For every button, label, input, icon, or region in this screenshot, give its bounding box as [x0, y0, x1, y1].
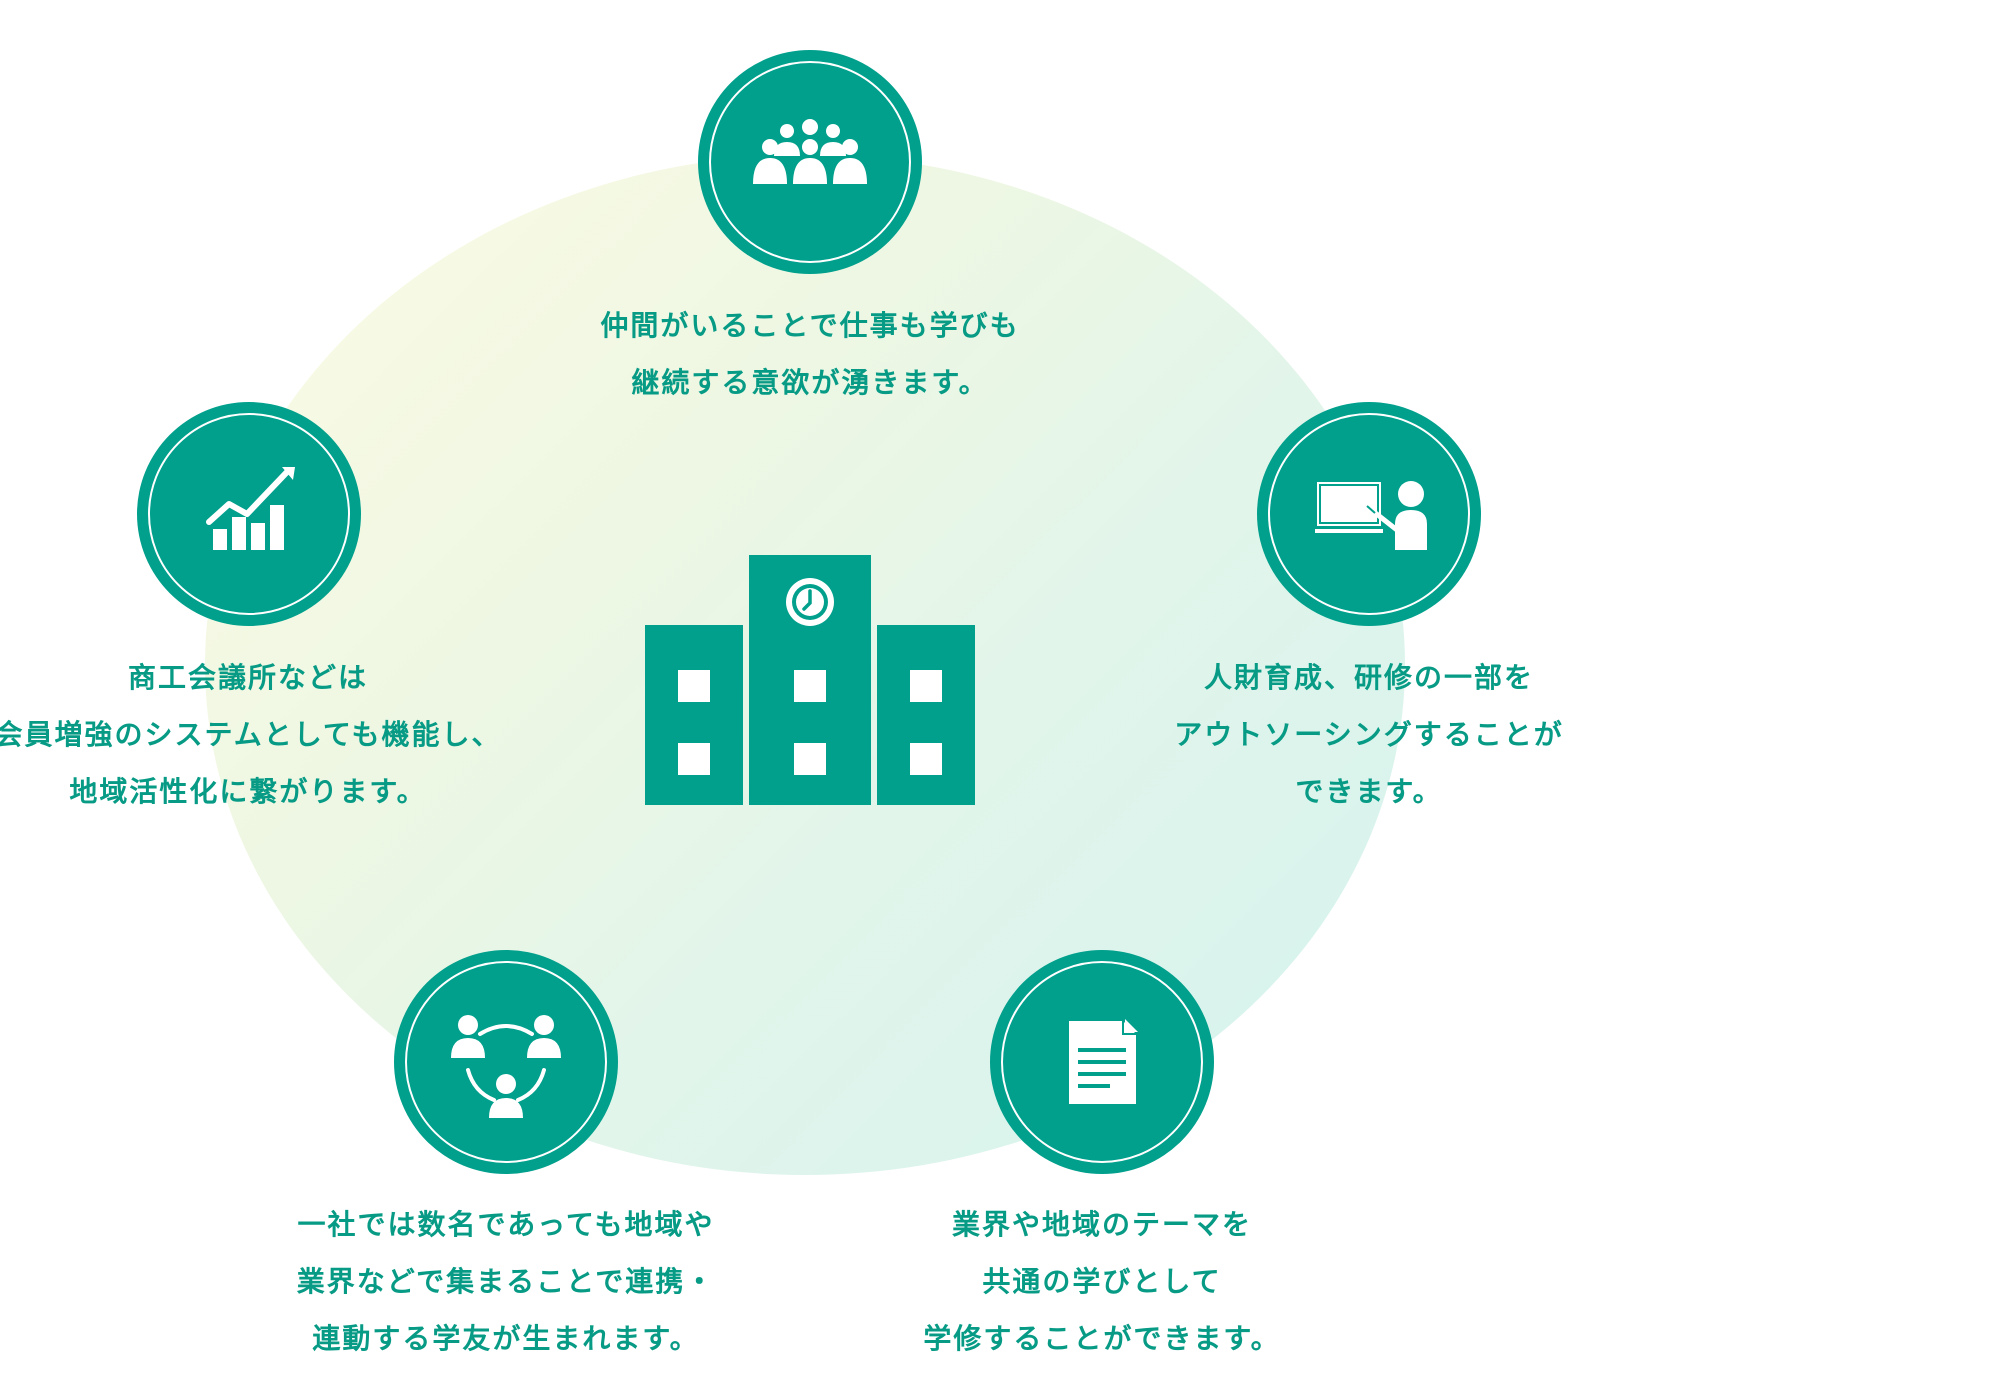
- caption-line: 共通の学びとして: [982, 1265, 1222, 1298]
- node-bottom-left-caption: 一社では数名であっても地域や 業界などで集まることで連携・ 連動する学友が生まれ…: [206, 1196, 806, 1367]
- node-top-circle: [698, 50, 922, 274]
- caption-line: 人財育成、研修の一部を: [1203, 661, 1534, 694]
- caption-line: 業界や地域のテーマを: [951, 1208, 1252, 1241]
- document-icon: [1069, 1019, 1138, 1104]
- lecture-presenter-icon: [1315, 481, 1427, 550]
- caption-line: 業界などで集まることで連携・: [296, 1265, 716, 1298]
- caption-line: アウトソーシングすることが: [1174, 718, 1564, 751]
- node-left-caption: 商工会議所などは 会員増強のシステムとしても機能し、 地域活性化に繋がります。: [0, 649, 548, 820]
- caption-line: 会員増強のシステムとしても機能し、: [0, 718, 502, 751]
- node-bottom-left-circle: [394, 950, 618, 1174]
- growth-chart-icon: [206, 467, 295, 550]
- people-group-icon: [753, 119, 867, 184]
- caption-line: 継続する意欲が湧きます。: [631, 366, 989, 399]
- node-top-caption: 仲間がいることで仕事も学びも 継続する意欲が湧きます。: [510, 297, 1110, 411]
- node-bottom-right-caption: 業界や地域のテーマを 共通の学びとして 学修することができます。: [802, 1196, 1402, 1367]
- caption-line: できます。: [1295, 775, 1443, 808]
- node-bottom-right-circle: [990, 950, 1214, 1174]
- caption-line: 学修することができます。: [923, 1322, 1281, 1355]
- node-right-caption: 人財育成、研修の一部を アウトソーシングすることが できます。: [1069, 649, 1669, 820]
- caption-line: 商工会議所などは: [127, 661, 368, 694]
- network-people-icon: [451, 1015, 561, 1118]
- node-left-circle: [137, 402, 361, 626]
- caption-line: 連動する学友が生まれます。: [312, 1322, 700, 1355]
- caption-line: 仲間がいることで仕事も学びも: [600, 309, 1020, 342]
- caption-line: 一社では数名であっても地域や: [297, 1208, 715, 1241]
- school-building-icon: [645, 555, 975, 805]
- caption-line: 地域活性化に繋がります。: [69, 775, 427, 808]
- node-right-circle: [1257, 402, 1481, 626]
